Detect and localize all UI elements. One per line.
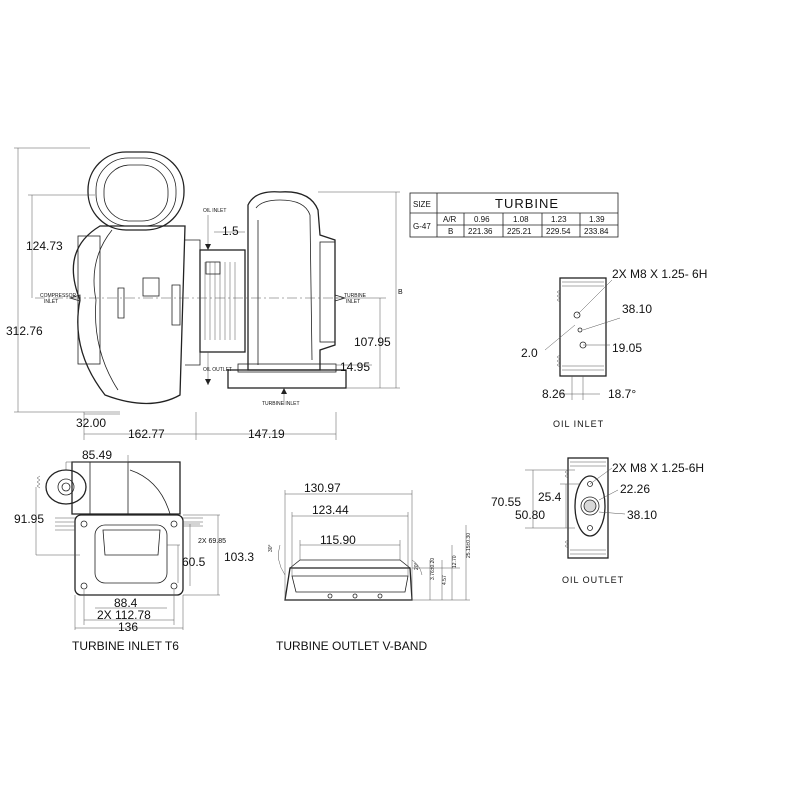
table-ar-0: 0.96 [474,215,490,224]
t6-port [94,524,168,584]
table-b-2: 229.54 [546,227,571,236]
vband-dim-130-97: 130.97 [304,481,341,495]
svg-text:INLET: INLET [346,299,360,305]
oil-outlet-flange [574,475,606,537]
t6-dim-88-4: 88.4 [114,596,138,610]
oil-inlet-dim-38-10: 38.10 [622,302,652,316]
t6-caption: TURBINE INLET T6 [72,639,179,653]
vband-dim-115-90: 115.90 [320,533,356,547]
table-title: TURBINE [495,196,559,211]
t6-dim-60-5: 60.5 [182,555,206,569]
oil-inlet-dim-8-26: 8.26 [542,387,566,401]
svg-text:INLET: INLET [44,299,58,305]
label-turbine-outlet: TURBINE [344,293,367,299]
center-housing [199,249,246,353]
oil-inlet-caption: OIL INLET [553,419,604,429]
vband-dim-20: 20° [414,562,420,570]
compressor-inlet-arrow [68,294,81,302]
oil-inlet-dim-19-05: 19.05 [612,341,642,355]
dim-312-76: 312.76 [6,324,43,338]
label-oil-inlet-main: OIL INLET [203,208,226,214]
table-b-label: B [448,227,453,236]
t6-oil-flange [45,469,87,505]
main-turbo-view: 124.73 312.76 32.00 162.77 147.19 1.5 10… [6,147,403,441]
turbine-table: SIZE TURBINE G-47 A/R B 0.96 1.08 1.23 1… [409,192,619,238]
oil-outlet-port [580,496,600,516]
turbine-inlet-flange [227,369,347,389]
table-size-value: G-47 [413,222,431,231]
oil-outlet-dim-70-55: 70.55 [491,495,521,509]
table-ar-1: 1.08 [513,215,529,224]
oil-outlet-thread: 2X M8 X 1.25-6H [612,461,704,475]
oil-inlet-hole-1 [573,311,581,319]
center-ribs [204,262,236,340]
vband-dim-3-76: 3.76±0.20 [430,558,436,580]
oil-inlet-view: 2X M8 X 1.25- 6H 38.10 2.0 19.05 8.26 18… [521,267,707,429]
turbine-outlet-arrow [334,294,347,302]
oil-outlet-dim-25-4: 25.4 [538,490,562,504]
table-ar-2: 1.23 [551,215,567,224]
table-b-3: 233.84 [584,227,609,236]
oil-outlet-dim-22-26: 22.26 [620,482,650,496]
compressor-outlet [87,151,185,231]
dim-1-5: 1.5 [222,224,239,238]
label-compressor-inlet: COMPRESSOR [40,293,77,299]
table-ar-3: 1.39 [589,215,605,224]
turbine-housing [247,191,336,371]
table-b-0: 221.36 [468,227,493,236]
vband-dim-4-57: 4.57 [442,575,448,585]
vband-dim-30: 30° [268,544,274,552]
oil-outlet-view: 2X M8 X 1.25-6H 70.55 25.4 22.26 50.80 3… [491,457,704,585]
oil-inlet-thread: 2X M8 X 1.25- 6H [612,267,707,281]
table-b-1: 225.21 [507,227,532,236]
t6-dim-2x-69-85: 2X 69.85 [198,538,226,545]
vband-dim-123-44: 123.44 [312,503,349,517]
dim-162-77: 162.77 [128,427,165,441]
vband-caption: TURBINE OUTLET V-BAND [276,639,427,653]
vband-dim-12-70: 12.70 [452,555,458,568]
label-oil-outlet-main: OIL OUTLET [203,367,232,373]
table-size-header: SIZE [413,200,431,209]
t6-dim-85-49: 85.49 [82,448,112,462]
t6-dim-136: 136 [118,620,138,634]
dim-b-label: B [398,289,403,296]
dim-14-95: 14.95 [340,360,370,374]
t6-dim-103-3: 103.3 [224,550,254,564]
dim-124-73: 124.73 [26,239,63,253]
vband-flange [284,567,413,601]
oil-outlet-dim-50-80: 50.80 [515,508,545,522]
table-ar-label: A/R [443,215,457,224]
oil-inlet-dim-2-0: 2.0 [521,346,538,360]
dim-107-95: 107.95 [354,335,391,349]
t6-dim-91-95: 91.95 [14,512,44,526]
oil-outlet-dim-38-10: 38.10 [627,508,657,522]
compressor-housing [72,225,186,405]
oil-outlet-caption: OIL OUTLET [562,575,624,585]
t6-dim-2x-112-78: 2X 112.78 [97,608,151,622]
turbine-outlet-vband-view: 130.97 123.44 115.90 30° 20° 3.76±0.20 4… [268,481,472,653]
oil-inlet-dim-18-7: 18.7° [608,387,636,401]
turbine-inlet-t6-view: 85.49 91.95 2X 69.85 60.5 103.3 88.4 2X … [14,448,254,653]
vband-dim-25-15: 25.15±0.30 [466,533,472,558]
label-turbine-inlet-bottom: TURBINE INLET [262,401,300,407]
dim-32-00: 32.00 [76,416,106,430]
dim-147-19: 147.19 [248,427,285,441]
